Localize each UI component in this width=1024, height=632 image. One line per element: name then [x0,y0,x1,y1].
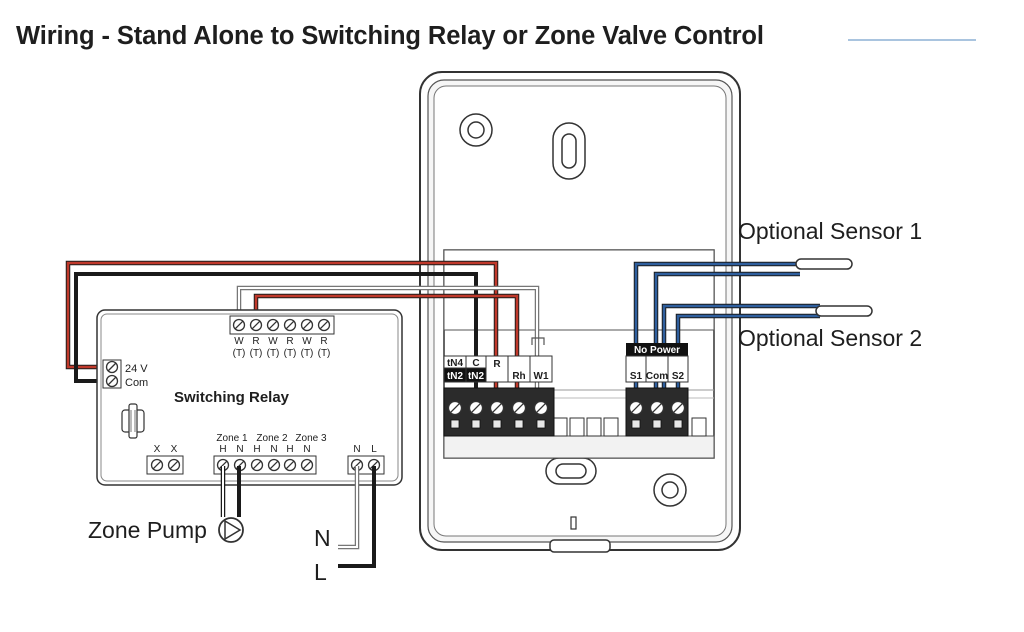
relay-zone-terminal-label: N [270,444,277,455]
relay-top-terminals [229,315,335,335]
label-s2: S2 [672,371,685,382]
relay-zone-screw [250,458,264,472]
relay-line-screw [367,458,381,472]
relay-x-label: X [154,444,161,455]
relay-x-screw [167,458,181,472]
relay-line-label: N [353,444,360,455]
mounting-slot-top [552,122,586,180]
relay-top-terminal-suffix: (T) [284,348,297,359]
relay-zone-terminal-label: N [236,444,243,455]
page-title: Wiring - Stand Alone to Switching Relay … [16,22,764,50]
relay-zone-screw [300,458,314,472]
relay-label: Switching Relay [174,389,290,406]
zone-pump-wires [220,466,241,517]
black-wire-com [74,272,478,402]
relay-top-screw [300,318,314,332]
terminal-screw [628,400,644,416]
terminal-socket [536,419,546,429]
relay-zone-terminal-label: H [286,444,293,455]
sensor-2-label: Optional Sensor 2 [738,325,922,351]
supply-l-label: L [314,559,327,585]
terminal-socket [492,419,502,429]
relay-x-screw [150,458,164,472]
relay-coil-icon [121,403,145,439]
terminal-screw [511,400,527,416]
supply-wires [338,466,376,568]
relay-zone-label: Zone 1 [216,433,248,444]
terminal-screw [489,400,505,416]
mounting-slot-bottom [545,457,597,485]
label-24v: 24 V [125,363,148,375]
relay-zone-screw [267,458,281,472]
terminal-socket [631,419,641,429]
switching-relay-box [96,309,403,486]
notch [570,516,577,530]
relay-top-terminal-suffix: (T) [301,348,314,359]
label-s1: S1 [630,371,643,382]
terminal-socket [673,419,683,429]
thermostat-terminal-labels: tN4 tN2 C tN2 R Rh W1 [443,355,553,383]
terminal-socket [450,419,460,429]
relay-top-terminal-label: W [234,336,244,347]
relay-zone-label: Zone 3 [295,433,327,444]
mounting-hole-top-left [459,113,493,147]
relay-top-terminal-label: W [268,336,278,347]
sensor-1-label: Optional Sensor 1 [738,218,922,244]
label-tn4: tN4 [447,358,464,369]
relay-x-label: X [171,444,178,455]
relay-top-terminal-label: R [252,336,259,347]
zone-pump-label: Zone Pump [88,517,207,543]
relay-top-screw [266,318,280,332]
zone-pump-icon [218,517,244,543]
label-com: Com [646,371,668,382]
label-tn2: tN2 [447,371,464,382]
relay-top-screw [317,318,331,332]
sensor-terminal-labels: No Power S1 Com S2 [625,343,689,383]
mounting-hole-bottom-right [653,473,687,507]
title-rule [848,39,976,41]
relay-top-terminal-label: W [302,336,312,347]
relay-zone-terminal-label: H [219,444,226,455]
supply-n-label: N [314,525,331,551]
relay-top-screw [232,318,246,332]
sensor-probe-1 [795,258,853,270]
relay-zone-label: Zone 2 [256,433,288,444]
relay-top-terminal-suffix: (T) [233,348,246,359]
label-r: R [493,359,501,370]
label-relay-com: Com [125,377,148,389]
relay-top-screw [283,318,297,332]
relay-top-labels: W(T)R(T)W(T)R(T)W(T)R(T) [233,336,331,359]
relay-power-terminals [102,359,122,389]
terminal-socket [471,419,481,429]
relay-zone-screw [283,458,297,472]
relay-line-label: L [371,444,377,455]
terminal-screw [649,400,665,416]
label-c: C [472,358,479,369]
label-rh: Rh [512,371,525,382]
terminal-screw [447,400,463,416]
label-tn2-b: tN2 [468,371,485,382]
sensor-probe-2 [815,305,873,317]
terminal-screw [468,400,484,416]
relay-top-terminal-suffix: (T) [267,348,280,359]
label-w1: W1 [534,371,549,382]
thermostat-screws [447,400,686,429]
label-no-power: No Power [634,345,680,356]
terminal-socket [652,419,662,429]
relay-top-screw [249,318,263,332]
relay-bottom-terminals [146,455,385,475]
terminal-screw [533,400,549,416]
relay-top-terminal-label: R [320,336,327,347]
terminal-screw [670,400,686,416]
terminal-socket [514,419,524,429]
relay-top-terminal-suffix: (T) [318,348,331,359]
relay-zone-terminal-label: H [253,444,260,455]
relay-top-terminal-label: R [286,336,293,347]
relay-zone-terminal-label: N [303,444,310,455]
relay-top-terminal-suffix: (T) [250,348,263,359]
